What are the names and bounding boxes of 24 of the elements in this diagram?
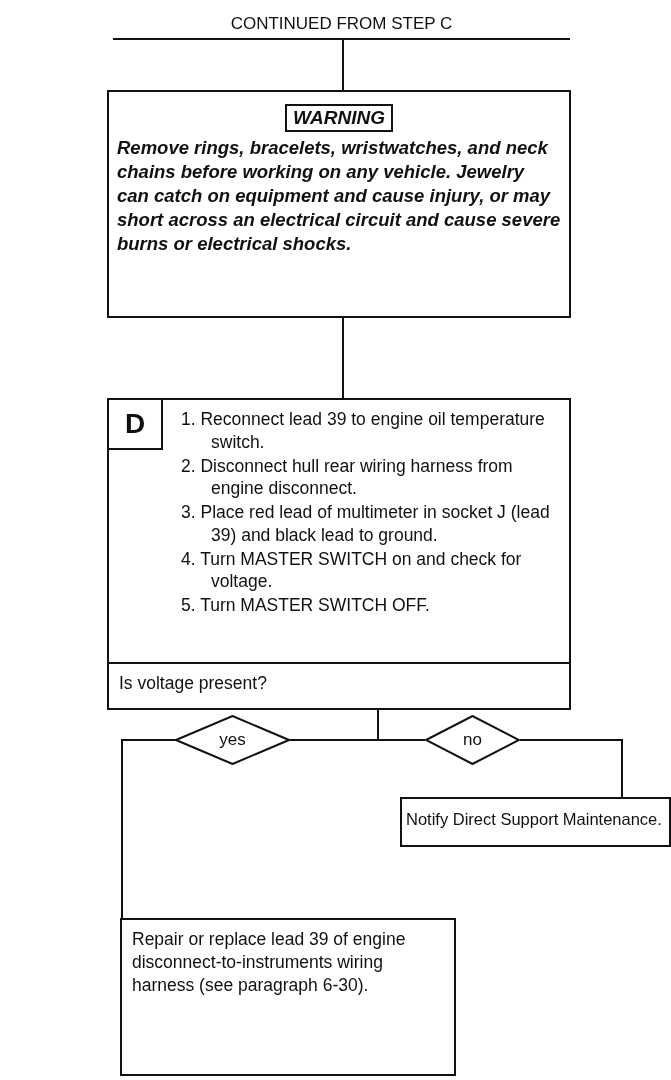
action-box bbox=[120, 918, 456, 1076]
step-instruction: 1. Reconnect lead 39 to engine oil temperature switch. bbox=[181, 408, 546, 454]
connector-line bbox=[342, 39, 344, 91]
warning-box bbox=[107, 90, 571, 318]
step-instruction: 2. Disconnect hull rear wiring harness from engine disconnect. bbox=[181, 454, 514, 500]
warning-heading: WARNING bbox=[285, 104, 393, 132]
question-box bbox=[107, 662, 571, 710]
connector-line bbox=[121, 739, 176, 919]
step-instruction: 3. Place red lead of multimeter in socket J (lead 39) and black lead to ground. bbox=[181, 501, 551, 547]
decision-label: yes bbox=[218, 730, 247, 750]
connector-line bbox=[377, 709, 426, 741]
connector-line bbox=[342, 317, 344, 399]
action-text: Repair or replace lead 39 of engine disconnect-to-instruments wiring harness (see paragraph 6-30). bbox=[131, 928, 407, 997]
step-instruction: 4. Turn MASTER SWITCH on and check for voltage. bbox=[181, 547, 523, 593]
warning-text: Remove rings, bracelets, wristwatches, and neck chains before working on any vehicle. Jewelry can catch on equipment and cause injury, or may short across an electrical circuit and cause severe burns or electrical shocks. bbox=[117, 136, 561, 257]
decision-label: no bbox=[462, 730, 483, 750]
connector-line bbox=[519, 739, 623, 798]
continuation-label: CONTINUED FROM STEP C bbox=[230, 14, 453, 34]
step-letter: D bbox=[109, 400, 163, 450]
action-box bbox=[400, 797, 671, 847]
step-box bbox=[107, 398, 571, 664]
step-instruction: 5. Turn MASTER SWITCH OFF. bbox=[181, 594, 431, 617]
question-text: Is voltage present? bbox=[118, 672, 268, 695]
action-text: Notify Direct Support Maintenance. bbox=[405, 809, 663, 830]
